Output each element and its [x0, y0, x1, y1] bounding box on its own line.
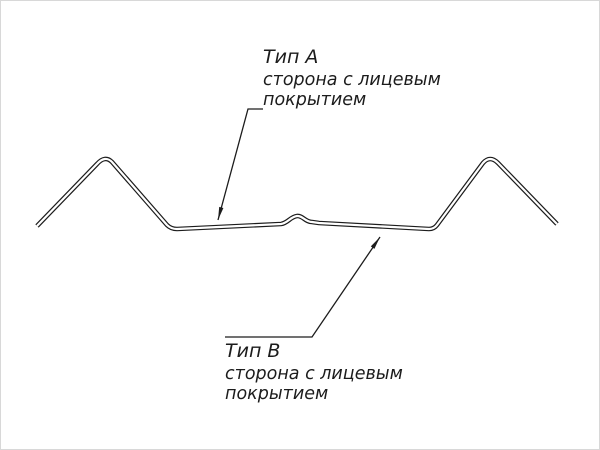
label-type-a-line2: сторона с лицевым [263, 70, 441, 90]
leader-line-top [217, 108, 263, 221]
sheet-profile [35, 156, 559, 232]
leader-line-bottom [225, 236, 381, 338]
arrowhead-top [218, 206, 224, 220]
callout-type-a: Тип А сторона с лицевым покрытием [217, 46, 441, 221]
label-type-b-line3: покрытием [225, 384, 328, 404]
label-type-a-line3: покрытием [263, 90, 366, 110]
arrowhead-bottom [370, 237, 380, 249]
profile-core [36, 157, 558, 231]
label-type-b-line2: сторона с лицевым [225, 364, 403, 384]
label-type-a-title: Тип А [263, 46, 318, 68]
callout-type-b: Тип В сторона с лицевым покрытием [225, 236, 403, 404]
label-type-b-title: Тип В [225, 340, 280, 362]
